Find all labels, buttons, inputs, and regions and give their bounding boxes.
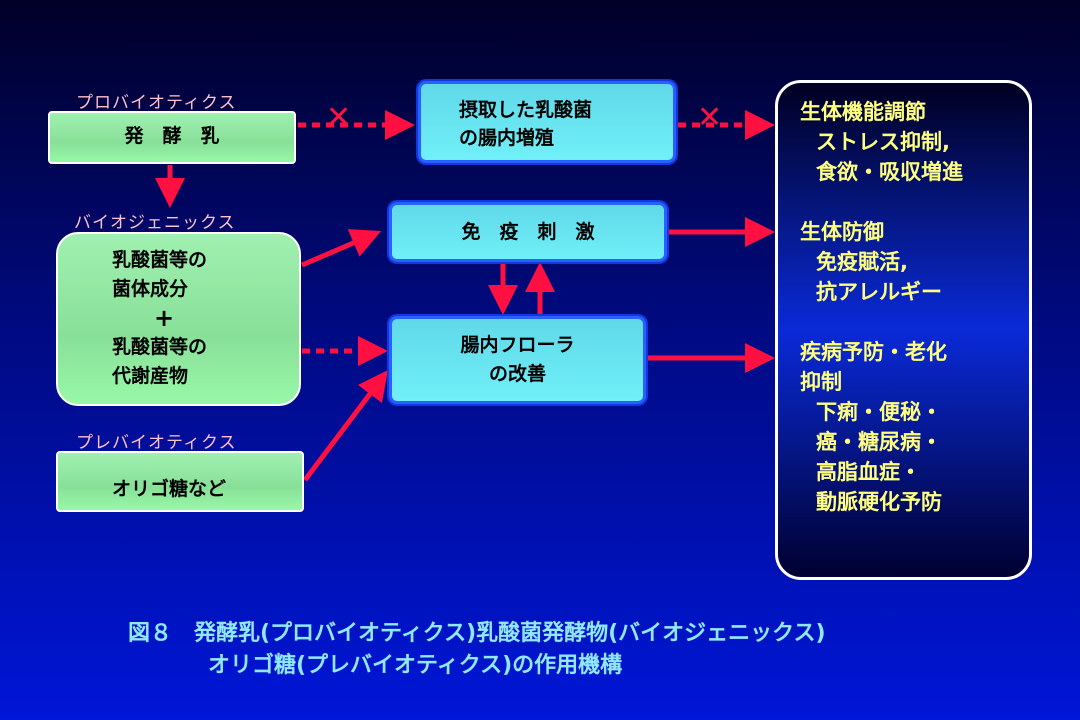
intake-line: の腸内増殖 <box>459 127 555 149</box>
blocked-mark-2: ✕ <box>697 100 723 135</box>
label-prebiotics: プレバイオティクス <box>76 433 237 453</box>
immune-text: 免 疫 刺 激 <box>461 221 595 243</box>
flora-line: 腸内フローラ <box>460 334 575 356</box>
intake-line: 摂取した乳酸菌 <box>459 99 593 121</box>
box-intake-proliferation: 摂取した乳酸菌 の腸内増殖 <box>418 81 676 163</box>
box-fermented-milk: 発 酵 乳 <box>48 111 296 164</box>
box-biogenics: 乳酸菌等の 菌体成分 + 乳酸菌等の 代謝産物 <box>56 232 301 406</box>
flora-line: の改善 <box>488 363 546 385</box>
box-oligosaccharides: オリゴ糖など <box>56 451 304 512</box>
caption-line-1: 図８ 発酵乳(プロバイオティクス)乳酸菌発酵物(バイオジェニックス) <box>128 621 826 646</box>
effect-item: 癌・糖尿病・ <box>816 430 942 454</box>
plus-sign: + <box>154 304 175 332</box>
effect-title: 疾病予防・老化 <box>800 340 947 364</box>
effect-item: 食欲・吸収増進 <box>816 160 963 184</box>
effect-item: 免疫賦活, <box>816 250 908 274</box>
figure-caption: 図８ 発酵乳(プロバイオティクス)乳酸菌発酵物(バイオジェニックス) オリゴ糖(… <box>128 618 826 682</box>
biogenics-line: 乳酸菌等の <box>112 249 208 271</box>
biogenics-line: 代謝産物 <box>112 365 189 387</box>
effect-title: 抑制 <box>800 370 842 394</box>
box-flora-improvement: 腸内フローラ の改善 <box>389 316 646 404</box>
oligo-text: オリゴ糖など <box>112 478 227 500</box>
label-biogenics: バイオジェニックス <box>74 213 236 233</box>
biogenics-line: 菌体成分 <box>112 278 189 300</box>
blocked-mark-1: ✕ <box>326 100 352 135</box>
fermented-milk-text: 発 酵 乳 <box>124 125 220 147</box>
effects-panel: 生体機能調節 ストレス抑制, 食欲・吸収増進 生体防御 免疫賦活, 抗アレルギー… <box>775 80 1032 580</box>
biogenics-line: 乳酸菌等の <box>112 336 208 358</box>
effect-item: 高脂血症・ <box>816 460 921 484</box>
arrow-oligo-to-flora <box>303 370 389 482</box>
box-immune-stimulation: 免 疫 刺 激 <box>389 202 667 262</box>
effect-item: 抗アレルギー <box>816 280 942 304</box>
effect-title: 生体防御 <box>800 220 884 244</box>
effect-item: 下痢・便秘・ <box>816 400 942 424</box>
caption-line-2: オリゴ糖(プレバイオティクス)の作用機構 <box>208 653 623 678</box>
effect-title: 生体機能調節 <box>800 100 926 124</box>
label-probiotics: プロバイオティクス <box>76 93 237 113</box>
arrow-biogenics-to-immune <box>301 229 382 268</box>
effect-item: 動脈硬化予防 <box>816 490 942 514</box>
effect-item: ストレス抑制, <box>816 130 950 154</box>
